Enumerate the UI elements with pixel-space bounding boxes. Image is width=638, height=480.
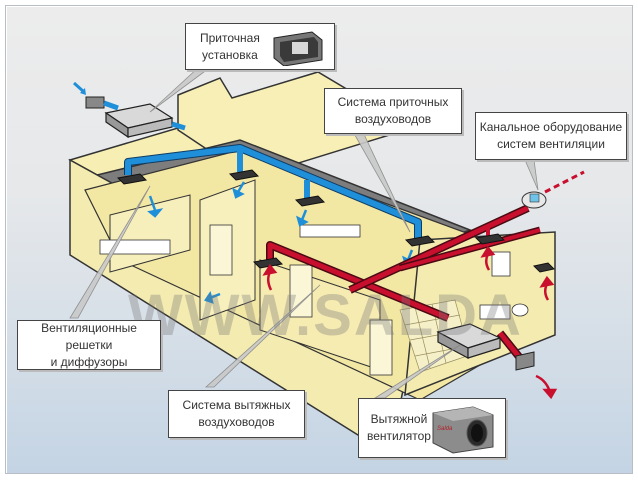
callout-exhaust-fan-label: Вытяжной вентилятор [367, 412, 431, 443]
callout-supply-unit-label: Приточная установка [200, 30, 260, 62]
fan-brand-logo: Salda [437, 426, 453, 432]
exhaust-outlet-grille [515, 351, 535, 371]
callout-grilles-diffusers-label: Вентиляционные решетки и диффузоры [41, 320, 137, 369]
intake-arrow [72, 81, 86, 94]
exhaust-grilles [252, 233, 556, 273]
supply-diffusers [116, 169, 436, 247]
exhaust-air-arrows [262, 245, 558, 400]
callout-exhaust-fan: Вытяжной вентилятор Salda [358, 398, 506, 458]
exhaust-fan-product-icon: Salda [432, 406, 494, 454]
door-1 [209, 224, 233, 276]
building [68, 71, 556, 457]
exhaust-duct-network [266, 170, 585, 361]
supply-duct-network [124, 144, 422, 238]
supply-unit-graphic [72, 81, 186, 139]
desk-office [299, 224, 361, 238]
callout-exhaust-ducts: Система вытяжных воздуховодов [168, 390, 305, 438]
exhaust-fan-graphic [436, 323, 535, 371]
callout-duct-equipment-label: Канальное оборудование систем вентиляции [479, 120, 623, 151]
callout-supply-ducts-label: Система приточных воздуховодов [337, 95, 449, 126]
supply-unit-product-icon [273, 31, 323, 66]
callout-grilles-diffusers: Вентиляционные решетки и диффузоры [17, 320, 161, 370]
callout-duct-equipment: Канальное оборудование систем вентиляции [475, 112, 627, 160]
callout-supply-unit: Приточная установка [185, 23, 335, 70]
door-2 [289, 264, 313, 318]
door-3 [369, 319, 393, 376]
callout-supply-ducts: Система приточных воздуховодов [324, 88, 462, 134]
toilet [511, 303, 529, 317]
bathtub [479, 304, 511, 320]
callout-leaders [69, 65, 539, 399]
callout-exhaust-ducts-label: Система вытяжных воздуховодов [182, 398, 291, 429]
inline-duct-fan-graphic [521, 191, 547, 209]
intake-grille [85, 96, 105, 109]
window-right [491, 251, 511, 277]
